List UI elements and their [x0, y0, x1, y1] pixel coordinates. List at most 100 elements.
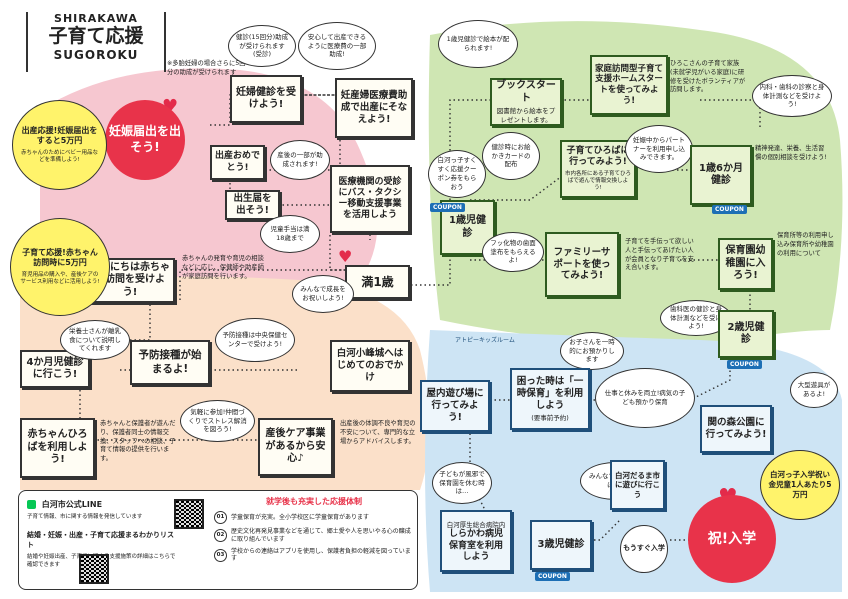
square-label: 医療機関の受診にバス・タクシー移動支援事業を活用しよう	[338, 176, 402, 221]
square-prenatal-checkup: 妊婦健診を受けよう!	[230, 75, 302, 123]
square-sick-care: 白河厚生総合病院内 しらかわ病児保育室を利用しよう	[440, 510, 512, 572]
square-label: 関の森公園に行ってみよう!	[705, 417, 767, 440]
square-temp-care: 困った時は「一時保育」を利用しよう (要事前予約)	[510, 368, 590, 430]
square-indoor-play: 屋内遊び場に行ってみよう!	[420, 380, 490, 432]
square-label: 子育てひろばに行ってみよう!	[566, 146, 630, 168]
square-label: 保育園幼稚園に入ろう!	[725, 245, 766, 282]
info-panel: 白河市公式LINE 子育て情報、市に関する情報を発信しています 結婚・妊娠・出産…	[18, 490, 418, 590]
square-label: 白河だるま市に遊びに行こう	[615, 470, 660, 499]
square-sub: 図書館から絵本をプレゼントします。	[496, 107, 556, 124]
money-birth-sub: 赤ちゃんのためにベビー用品などを準備しよう!	[21, 149, 99, 163]
postnatal-desc: 出産後の体調不良や育児の不安について、専門的な立場からアドバイスします。	[340, 420, 416, 445]
logo-mid: 子育て応援	[48, 25, 144, 47]
money-school-text: 白河っ子入学祝い金児童1人あたり5万円	[768, 470, 832, 499]
family-desc: 子育てを手伝って欲しい人と手伝ってあげたい人が会員となり子育てを支え合います。	[625, 238, 694, 272]
support-section: 就学後も充実した応援体制 01 学童保育が充実。全小学校区に学童保育があります 02…	[214, 496, 414, 567]
square-label: 妊娠届出を出そう!	[108, 124, 181, 154]
support-text: 学童保育が充実。全小学校区に学童保育があります	[231, 513, 370, 521]
bubble-dentist: 歯科医の健診と身体計測などを受けよう!	[660, 300, 732, 336]
square-prenatal-medical: 妊産婦医療費助成で出産にそなえよう!	[335, 78, 413, 138]
money-visit: 子育て応援!赤ちゃん訪問時に5万円 育児用品の購入や、産後ケアのサービス利用など…	[10, 218, 110, 316]
square-vaccination: 予防接種が始まるよ!	[130, 340, 210, 385]
bubble-weaning: 栄養士さんが離乳食について説明してくれます	[60, 320, 130, 360]
square-label: 白河小峰城へはじめてのおでかけ	[336, 348, 404, 383]
square-label: 2歳児健診	[727, 321, 765, 346]
qr-code-line[interactable]	[174, 499, 204, 529]
square-birth-register: 出生届を出そう!	[225, 190, 280, 220]
coupon-badge: COUPON	[430, 203, 465, 212]
support-item: 03 学校からの連絡はアプリを使用し、保護者負担の軽減を図っています	[214, 548, 414, 564]
bubble-sick-kids: 子どもが風邪で保育園を休む時は…	[432, 462, 492, 504]
qr-code-list[interactable]	[79, 554, 109, 584]
support-title: 就学後も充実した応援体制	[266, 497, 362, 506]
square-sub: (要事前予約)	[531, 413, 569, 422]
square-label: 妊産婦医療費助成で出産にそなえよう!	[340, 90, 408, 125]
square-one-half-year: 1歳6か月健診	[690, 145, 752, 205]
square-label: 予防接種が始まるよ!	[138, 349, 202, 375]
bubble-book: 1歳児健診で絵本が配られます!	[438, 20, 518, 68]
bubble-celebrate: みんなで成長をお祝いしよう!	[292, 275, 354, 313]
square-label: ブックスタート	[496, 80, 556, 104]
logo-top: SHIRAKAWA	[54, 12, 138, 25]
square-label: 出産おめでとう!	[215, 151, 261, 173]
square-book-start: ブックスタート 図書館から絵本をプレゼントします。	[490, 78, 562, 126]
money-birth-text: 出産応援!妊娠届出をすると5万円	[21, 125, 98, 146]
support-item: 01 学童保育が充実。全小学校区に学童保育があります	[214, 511, 414, 524]
support-number: 01	[214, 511, 227, 524]
money-school: 白河っ子入学祝い金児童1人あたり5万円	[760, 450, 840, 520]
square-label: 4か月児健診に行こう!	[26, 356, 84, 381]
square-label: 満1歳	[361, 274, 394, 289]
square-label: 産後ケア事業があるから安心♪	[265, 428, 326, 465]
support-number: 02	[214, 529, 227, 543]
line-sub: 子育て情報、市に関する情報を発信しています	[27, 514, 143, 520]
square-soon-school: もうすぐ入学	[620, 525, 668, 573]
square-label: 妊婦健診を受けよう!	[236, 86, 296, 111]
line-title: 白河市公式LINE	[41, 500, 103, 509]
baby-hiroba-desc: 赤ちゃんと保護者が遊んだり、保護者同士の情報交換、スタッフへの相談、子育て情報の…	[100, 420, 176, 463]
heart-icon: ♥	[338, 247, 353, 266]
money-visit-sub: 育児用品の購入や、産後ケアのサービス利用などに活用しよう!	[20, 271, 100, 285]
money-birth: 出産応援!妊娠届出をすると5万円 赤ちゃんのためにベビー用品などを準備しよう!	[12, 100, 107, 190]
bubble-fluoride: フッ化物の歯面塗布をもらえるよ!	[482, 232, 544, 272]
hello-baby-desc: 赤ちゃんの発育や育児の相談などに応じ、保健師や助産師が家庭訪問を行います。	[182, 255, 264, 280]
square-one-year: 満1歳	[345, 265, 410, 299]
playroom-label: アトピーキッズルーム	[455, 337, 515, 344]
square-label: 赤ちゃんひろばを利用しよう!	[27, 429, 88, 466]
square-label: 困った時は「一時保育」を利用しよう	[516, 375, 584, 411]
logo: SHIRAKAWA 子育て応援 SUGOROKU	[26, 12, 166, 72]
square-label: 屋内遊び場に行ってみよう!	[426, 388, 484, 423]
support-number: 03	[214, 548, 227, 562]
square-label: 1歳児健診	[449, 215, 486, 239]
support-text: 学校からの連絡はアプリを使用し、保護者負担の軽減を図っています	[231, 547, 411, 563]
bubble-big-play: 大型遊具があるよ!	[790, 372, 838, 408]
square-three-year: 3歳児健診	[530, 520, 592, 570]
square-sub: 白河厚生総合病院内	[446, 520, 506, 529]
square-family-support: ファミリーサポートを使ってみよう!	[545, 232, 619, 297]
square-label: しらかわ病児保育室を利用しよう	[448, 529, 503, 562]
square-label: 1歳6か月健診	[699, 162, 743, 187]
square-forest-park: 関の森公園に行ってみよう!	[700, 405, 772, 453]
coupon-badge: COUPON	[535, 572, 570, 581]
money-visit-text: 子育て応援!赤ちゃん訪問時に5万円	[22, 247, 98, 268]
square-label: 祝!入学	[707, 530, 757, 547]
bubble-coupon: 白河っ子すくすく応援クーポン券をもらおう	[428, 150, 486, 198]
bubble-partner: 妊娠中からパートナーを利用申し込みできます。	[625, 125, 693, 173]
coupon-badge: COUPON	[712, 205, 747, 214]
square-baby-hiroba: 赤ちゃんひろばを利用しよう!	[20, 418, 95, 478]
bubble-child-allowance: 児童手当は満18歳まで	[260, 215, 320, 253]
line-icon	[27, 500, 36, 509]
square-school: 祝!入学	[688, 495, 776, 583]
square-label: 出生届を出そう!	[233, 193, 272, 216]
square-transport: 医療機関の受診にバス・タクシー移動支援事業を活用しよう	[330, 165, 410, 233]
square-home-start: 家庭訪問型子育て支援ホームスタートを使ってみよう!	[590, 55, 668, 115]
bubble-temp-desc: 仕事と休みを両立!病気の子ども預かり保育	[595, 368, 695, 428]
square-first-outing: 白河小峰城へはじめてのおでかけ	[330, 340, 410, 392]
bubble-medical-subsidy: 安心して出産できるように医療費の一部助成!	[298, 22, 376, 70]
bubble-checkup-subsidy: 健診(15回分)助成が受けられます(受診)	[228, 25, 296, 67]
subsidy-note: ※多胎妊婦の場合さらに5回分の助成が受けられます	[167, 60, 246, 76]
one-half-desc: 精神発達、栄養、生活習慣の個別相談を受けよう!	[755, 145, 827, 161]
square-kosodate-hiroba: 子育てひろばに行ってみよう! 市内各所にある子育てひろばで遊んで情報交換しよう!	[560, 140, 636, 198]
square-nursery: 保育園幼稚園に入ろう!	[718, 238, 773, 290]
